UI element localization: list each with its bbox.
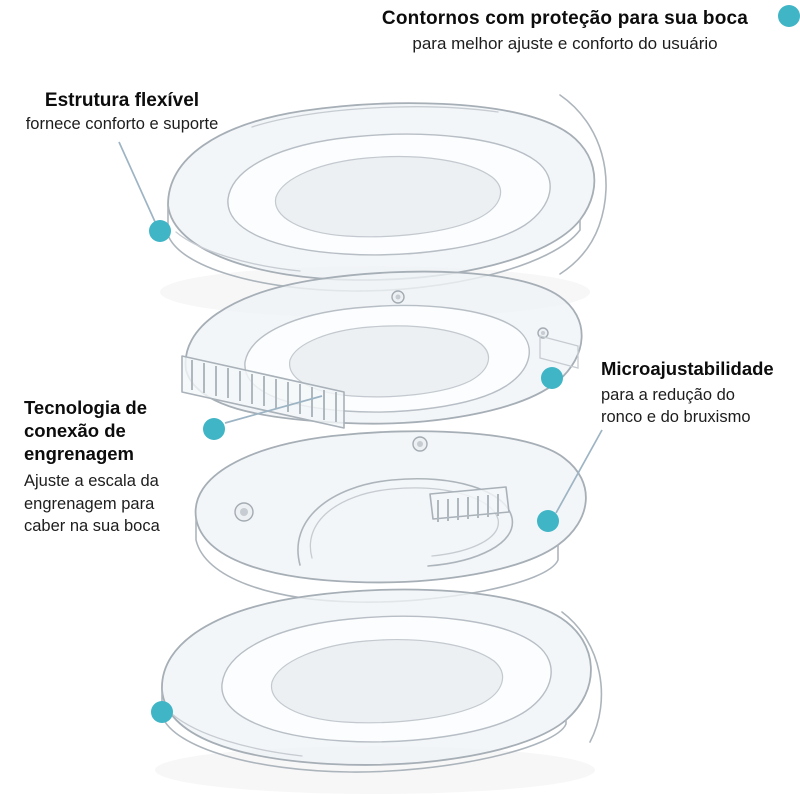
marker-dot-estrutura [149, 220, 171, 242]
adjustment-plate-layer [194, 430, 587, 603]
gear-rack-ticks-lower [437, 494, 499, 522]
connector-line-tecnologia [224, 395, 323, 424]
gear-tray-layer [181, 270, 583, 429]
connector-line-microajuste [555, 429, 603, 514]
marker-dot-microajuste-upper [541, 367, 563, 389]
callout-contornos: Contornos com proteção para sua boca par… [352, 6, 778, 56]
callout-contornos-title: Contornos com proteção para sua boca [381, 8, 749, 29]
callout-tecnologia-title: Tecnologia de conexão de engrenagem [24, 397, 148, 464]
callout-estrutura-title: Estrutura flexível [44, 90, 200, 111]
callout-tecnologia-body: Ajuste a escala da engrenagem para caber… [24, 472, 160, 535]
marker-dot-contornos [778, 5, 800, 27]
marker-dot-microajuste-lower [537, 510, 559, 532]
marker-dots [149, 5, 800, 723]
callout-contornos-body: para melhor ajuste e conforto do usuário [412, 34, 718, 53]
callout-estrutura-body: fornece conforto e suporte [25, 115, 219, 133]
callout-micro-title: Microajustabilidade [601, 358, 774, 379]
lower-tray-layer [161, 588, 603, 773]
marker-dot-tecnologia [203, 418, 225, 440]
gear-rack-ticks-upper [191, 360, 337, 422]
marker-dot-base [151, 701, 173, 723]
connector-lines [118, 141, 603, 514]
callout-tecnologia-engrenagem: Tecnologia de conexão de engrenagem Ajus… [24, 396, 216, 538]
callout-estrutura-flexivel: Estrutura flexível fornece conforto e su… [6, 88, 238, 136]
callout-micro-body: para a redução do ronco e do bruxismo [601, 386, 751, 426]
callout-microajustabilidade: Microajustabilidade para a redução do ro… [601, 357, 800, 428]
connector-line-estrutura [118, 141, 157, 225]
